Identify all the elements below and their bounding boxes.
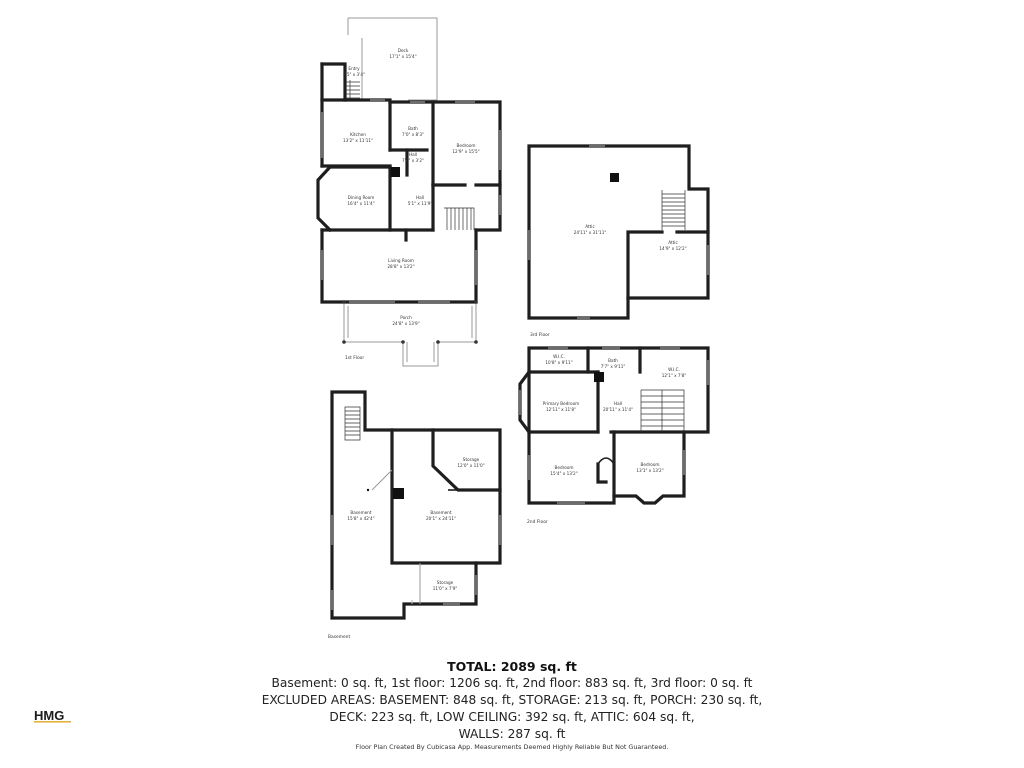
room-name-hall-1b: Hall (416, 195, 424, 200)
room-dims-bath-2: 7'7" x 9'11" (601, 364, 626, 369)
floor-plan-drawing: Deck 17'1" x 15'4" Entry 8'5" x 3'4" Kit… (316, 17, 710, 640)
room-name-dining: Dining Room (348, 195, 375, 200)
floor-area-breakdown: Basement: 0 sq. ft, 1st floor: 1206 sq. … (271, 676, 753, 690)
room-name-entry: Entry (348, 66, 360, 71)
floor-label-basement: Basement (328, 634, 350, 640)
room-name-porch: Porch (400, 315, 412, 320)
room-name-wic-2: W.I.C. (668, 367, 680, 372)
room-name-attic-side: Attic (668, 240, 678, 245)
room-name-wic-1: W.I.C. (553, 354, 565, 359)
room-dims-storage-top: 12'0" x 11'0" (457, 463, 484, 468)
walls-area: WALLS: 287 sq. ft (458, 727, 566, 741)
room-dims-primary-bedroom: 12'11" x 11'8" (546, 407, 576, 412)
logo-accent-bar (34, 721, 71, 723)
room-dims-hall-1a: 7'0" x 3'2" (402, 158, 424, 163)
room-dims-bath-1: 7'0" x 8'3" (402, 132, 424, 137)
room-dims-wic-2: 12'1" x 7'8" (662, 373, 687, 378)
excluded-areas-line-2: DECK: 223 sq. ft, LOW CEILING: 392 sq. f… (329, 710, 695, 724)
room-name-bath-2: Bath (608, 358, 618, 363)
room-dims-bedroom-2: 15'4" x 13'2" (550, 471, 577, 476)
room-dims-porch: 24'8" x 13'9" (392, 321, 419, 326)
room-dims-wic-1: 10'8" x 9'11" (545, 360, 572, 365)
room-dims-basement-right: 20'1" x 24'11" (426, 516, 456, 521)
room-dims-bedroom-1: 12'9" x 15'5" (452, 149, 479, 154)
third-floor-plan: Attic 24'11" x 31'11" Attic 14'9" x 12'2… (527, 144, 710, 338)
room-dims-living: 28'8" x 13'2" (387, 264, 414, 269)
floor-label-third: 3rd Floor (530, 332, 550, 338)
room-name-primary-bedroom: Primary Bedroom (543, 401, 579, 406)
first-floor-plan: Deck 17'1" x 15'4" Entry 8'5" x 3'4" Kit… (316, 17, 502, 367)
room-dims-attic-side: 14'9" x 12'2" (659, 246, 686, 251)
total-area: TOTAL: 2089 sq. ft (447, 659, 577, 674)
room-name-basement-left: Basement (350, 510, 372, 515)
excluded-areas-line-1: EXCLUDED AREAS: BASEMENT: 848 sq. ft, ST… (261, 693, 763, 707)
room-dims-basement-left: 15'8" x 42'4" (347, 516, 374, 521)
room-name-bedroom-1: Bedroom (457, 143, 476, 148)
room-dims-attic-main: 24'11" x 31'11" (574, 230, 607, 235)
room-dims-bedroom-3: 13'1" x 13'2" (636, 468, 663, 473)
room-name-living: Living Room (388, 258, 414, 263)
room-name-storage-bottom: Storage (437, 580, 454, 585)
room-name-hall-2: Hall (614, 401, 622, 406)
room-dims-entry: 8'5" x 3'4" (343, 72, 365, 77)
logo-wordmark: HMG (34, 708, 64, 723)
room-name-kitchen: Kitchen (350, 132, 366, 137)
basement-plan: Storage 12'0" x 11'0" Basement 15'8" x 4… (328, 390, 502, 640)
room-name-deck: Deck (398, 48, 409, 53)
room-dims-hall-1b: 5'1" x 11'9" (408, 201, 433, 206)
room-dims-hall-2: 20'11" x 11'4" (603, 407, 633, 412)
room-dims-kitchen: 13'2" x 11'11" (343, 138, 373, 143)
room-name-bedroom-3: Bedroom (641, 462, 660, 467)
room-name-storage-top: Storage (463, 457, 480, 462)
room-name-bath-1: Bath (408, 126, 418, 131)
room-dims-storage-bottom: 11'0" x 7'9" (433, 586, 458, 591)
room-dims-deck: 17'1" x 15'4" (389, 54, 416, 59)
room-name-bedroom-2: Bedroom (555, 465, 574, 470)
hmg-logo: HMG (34, 708, 71, 723)
room-name-attic-main: Attic (585, 224, 595, 229)
room-dims-dining: 16'4" x 11'4" (347, 201, 374, 206)
floor-label-first: 1st Floor (345, 355, 364, 361)
room-name-hall-1a: Hall (409, 152, 417, 157)
floor-label-second: 2nd Floor (527, 519, 548, 525)
room-name-basement-right: Basement (430, 510, 452, 515)
disclaimer-text: Floor Plan Created By Cubicasa App. Meas… (355, 743, 669, 751)
second-floor-plan: W.I.C. 10'8" x 9'11" Bath 7'7" x 9'11" W… (518, 346, 710, 525)
